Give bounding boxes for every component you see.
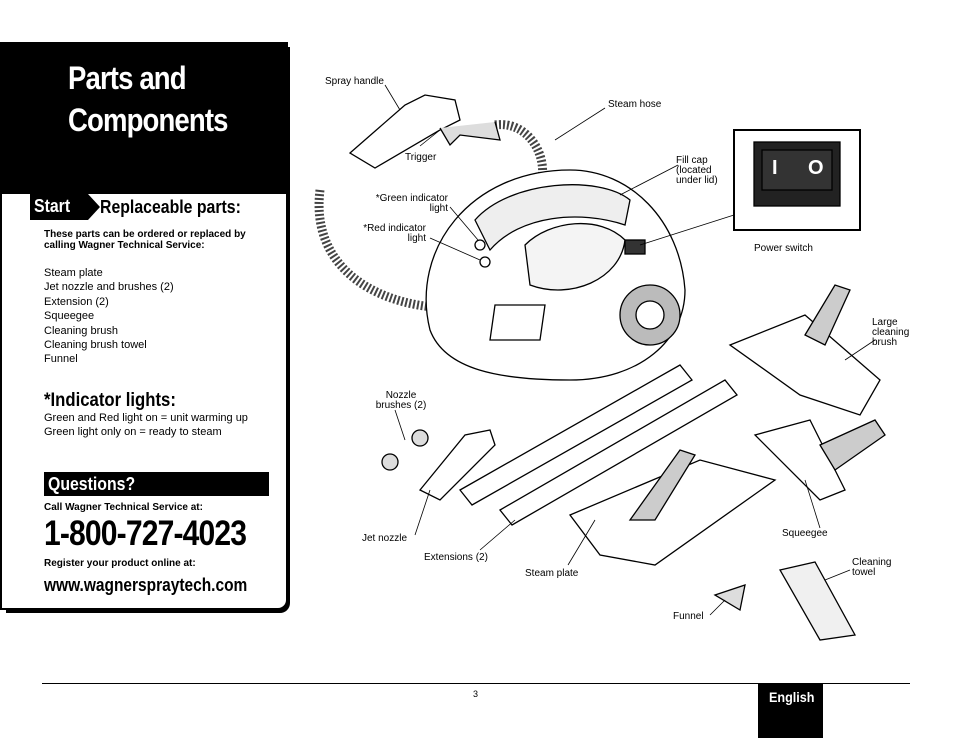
label-steam-plate: Steam plate	[525, 568, 579, 579]
label-nozzle-1: Nozzle	[385, 390, 417, 401]
label-towel-1: Cleaning	[852, 557, 892, 568]
phone-number[interactable]: 1-800-727-4023	[44, 514, 247, 553]
power-switch-face	[761, 149, 833, 191]
wheel-hub	[635, 300, 665, 330]
towel-shape	[779, 561, 857, 641]
extension-2	[499, 379, 738, 526]
call-text: Call Wagner Technical Service at:	[44, 502, 203, 513]
nozzle-brush-1	[381, 453, 399, 471]
nozzle-brush-2	[411, 429, 429, 447]
label-fill-cap: Fill cap (located under lid)	[676, 156, 718, 186]
spray-handle-shape	[348, 94, 461, 169]
parts-diagram: Spray handle Steam hose Trigger Fill cap…	[300, 50, 940, 650]
indicator-line-1: Green and Red light on = unit warming up	[44, 412, 248, 424]
switch-on-symbol: I	[772, 157, 778, 179]
label-fill-cap-3: under lid)	[676, 175, 718, 186]
language-tab: English	[758, 683, 823, 738]
label-green-indicator: *Green indicator light	[370, 194, 448, 214]
list-item: Steam plate	[44, 267, 103, 279]
label-large-brush-3: brush	[872, 337, 898, 348]
switch-on-body	[624, 239, 646, 255]
register-text: Register your product online at:	[44, 558, 196, 569]
footer-rule	[42, 683, 910, 684]
switch-off-symbol: O	[808, 157, 824, 179]
label-large-brush-2: cleaning	[872, 327, 910, 338]
start-tab: Start	[30, 194, 100, 220]
green-indicator-shape	[474, 239, 486, 251]
questions-bar: Questions?	[44, 472, 269, 496]
label-cleaning-towel: Cleaning towel	[852, 558, 891, 578]
large-brush-neck	[804, 284, 851, 346]
label-green-1: *Green indicator	[375, 193, 448, 204]
label-fill-cap-1: Fill cap	[676, 155, 708, 166]
vent-grille	[489, 304, 546, 341]
info-panel: Parts and Components Start Replaceable p…	[0, 42, 288, 610]
label-nozzle-2: brushes (2)	[375, 400, 427, 411]
jet-nozzle-shape	[418, 429, 496, 501]
replaceable-intro: These parts can be ordered or replaced b…	[44, 229, 246, 251]
label-extensions: Extensions (2)	[424, 552, 488, 563]
large-brush-shape	[728, 314, 881, 416]
cleaner-handle	[474, 184, 631, 252]
list-item: Extension (2)	[44, 295, 109, 308]
label-large-brush: Large cleaning brush	[872, 318, 909, 348]
indicator-heading: *Indicator lights:	[44, 390, 176, 411]
label-towel-2: towel	[852, 567, 876, 578]
indicator-text: Green and Red light on = unit warming up…	[44, 411, 248, 439]
replaceable-heading: Replaceable parts:	[100, 197, 241, 217]
list-item: Funnel	[44, 353, 78, 366]
start-tab-label: Start	[34, 196, 71, 216]
label-nozzle-brushes: Nozzle brushes (2)	[366, 391, 436, 411]
squeegee-shape	[753, 419, 846, 501]
extension-1	[459, 364, 693, 506]
label-red-indicator: *Red indicator light	[348, 224, 426, 244]
list-item: Cleaning brush	[44, 324, 118, 337]
trigger-shape	[439, 121, 501, 147]
title-block: Parts and Components	[2, 44, 288, 194]
label-red-1: *Red indicator	[363, 223, 426, 234]
list-item: Squeegee	[44, 310, 95, 323]
label-large-brush-1: Large	[872, 317, 898, 328]
diagram-illustration	[314, 84, 886, 641]
label-steam-hose: Steam hose	[608, 99, 662, 110]
label-funnel: Funnel	[673, 611, 704, 622]
funnel-shape	[713, 584, 746, 612]
questions-heading: Questions?	[48, 474, 136, 494]
page-title-line1: Parts and	[68, 60, 187, 96]
label-squeegee: Squeegee	[782, 528, 828, 539]
parts-list: Steam plate Jet nozzle and brushes (2) E…	[44, 266, 174, 367]
page-title-line2: Components	[68, 102, 228, 138]
red-indicator-shape	[479, 256, 491, 268]
page-number: 3	[473, 689, 479, 699]
list-item: Cleaning brush towel	[44, 339, 147, 352]
label-power-switch: Power switch	[754, 243, 813, 254]
label-trigger: Trigger	[405, 152, 437, 163]
label-spray-handle: Spray handle	[325, 76, 384, 87]
label-jet-nozzle: Jet nozzle	[362, 533, 408, 544]
indicator-line-2: Green light only on = ready to steam	[44, 426, 222, 438]
label-green-2: light	[429, 203, 448, 214]
label-red-2: light	[407, 233, 426, 244]
label-fill-cap-2: (located	[676, 165, 712, 176]
list-item: Jet nozzle and brushes (2)	[44, 281, 174, 294]
squeegee-neck	[819, 419, 886, 471]
website-link[interactable]: www.wagnerspraytech.com	[44, 575, 248, 595]
language-label: English	[769, 689, 815, 705]
steam-plate-neck	[628, 449, 696, 521]
